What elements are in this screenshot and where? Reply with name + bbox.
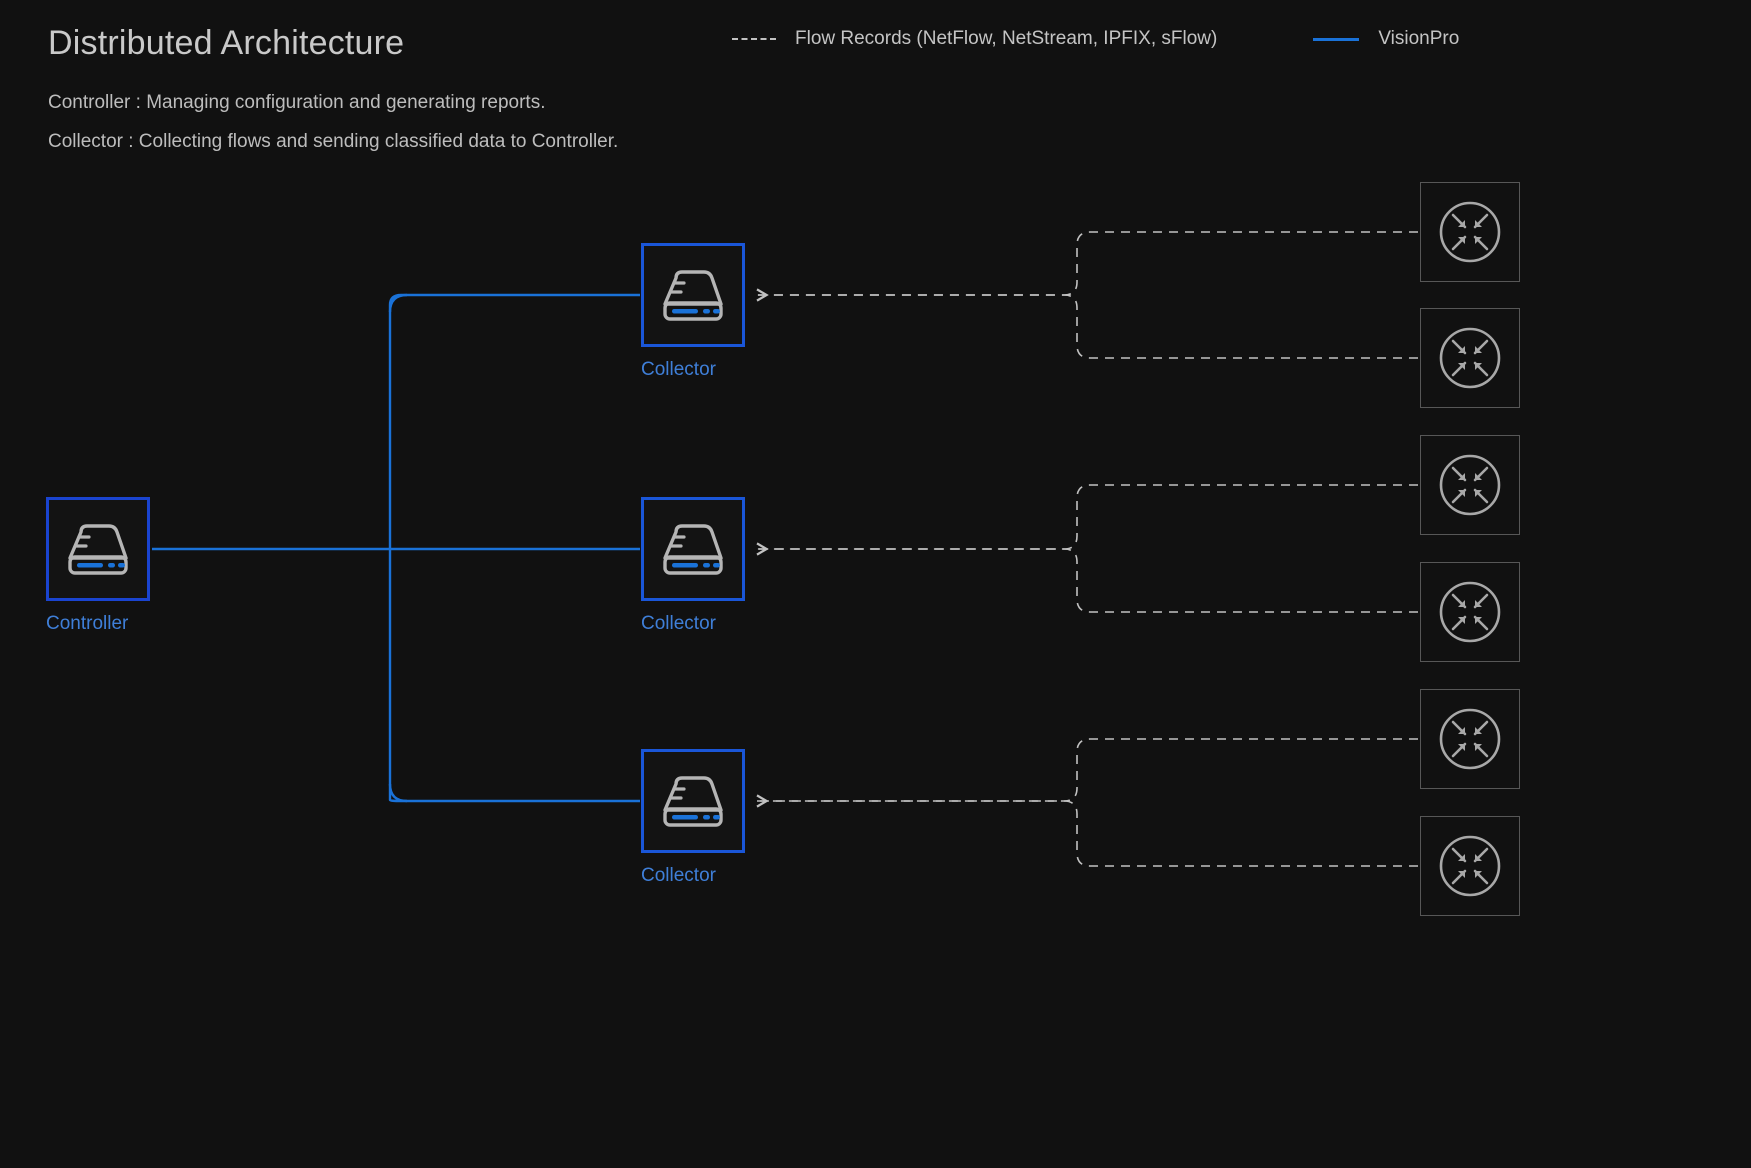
description-controller: Controller : Managing configuration and … <box>48 92 546 113</box>
node-collector-3[interactable]: Collector <box>641 749 745 887</box>
link-trunk-collector-1 <box>388 293 640 306</box>
router-icon <box>1439 708 1501 770</box>
router-icon <box>1439 201 1501 263</box>
flow-link-router-4 <box>757 548 1418 613</box>
node-router-3[interactable] <box>1420 435 1520 535</box>
router-icon <box>1439 581 1501 643</box>
node-collector-2[interactable]: Collector <box>641 497 745 635</box>
legend: Flow Records (NetFlow, NetStream, IPFIX,… <box>732 28 1459 50</box>
router-icon <box>1439 327 1501 389</box>
collector-box-1[interactable] <box>641 243 745 347</box>
solid-line-icon <box>1313 37 1360 41</box>
router-icon <box>1439 835 1501 897</box>
controller-box[interactable] <box>46 497 150 601</box>
router-icon <box>1439 454 1501 516</box>
node-router-6[interactable] <box>1420 816 1520 916</box>
flow-link-router-6 <box>757 800 1418 867</box>
controller-label: Controller <box>46 613 129 634</box>
collector-label-1: Collector <box>641 359 716 380</box>
server-appliance-icon <box>663 776 723 827</box>
server-appliance-icon <box>663 524 723 575</box>
node-router-2[interactable] <box>1420 308 1520 408</box>
node-router-4[interactable] <box>1420 562 1520 662</box>
dashed-line-icon <box>732 38 776 40</box>
legend-label-flow-records: Flow Records (NetFlow, NetStream, IPFIX,… <box>795 28 1218 49</box>
legend-label-visionpro: VisionPro <box>1378 28 1460 49</box>
node-router-1[interactable] <box>1420 182 1520 282</box>
flow-link-router-2 <box>757 294 1418 359</box>
collector-label-2: Collector <box>641 613 716 634</box>
node-router-5[interactable] <box>1420 689 1520 789</box>
collector-box-3[interactable] <box>641 749 745 853</box>
node-controller[interactable]: Controller <box>46 497 150 635</box>
flow-link-router-5 <box>756 738 1418 808</box>
flow-link-router-1 <box>756 231 1418 302</box>
server-appliance-icon <box>663 270 723 321</box>
page-title: Distributed Architecture <box>48 24 405 62</box>
legend-item-flow-records: Flow Records (NetFlow, NetStream, IPFIX,… <box>732 28 1217 50</box>
description-collector: Collector : Collecting flows and sending… <box>48 131 619 152</box>
collector-box-2[interactable] <box>641 497 745 601</box>
collector-label-3: Collector <box>641 865 716 886</box>
legend-item-visionpro: VisionPro <box>1313 28 1459 50</box>
node-collector-1[interactable]: Collector <box>641 243 745 381</box>
link-trunk-collector-3 <box>388 799 640 803</box>
flow-link-router-3 <box>756 484 1418 556</box>
server-appliance-icon <box>68 524 128 575</box>
